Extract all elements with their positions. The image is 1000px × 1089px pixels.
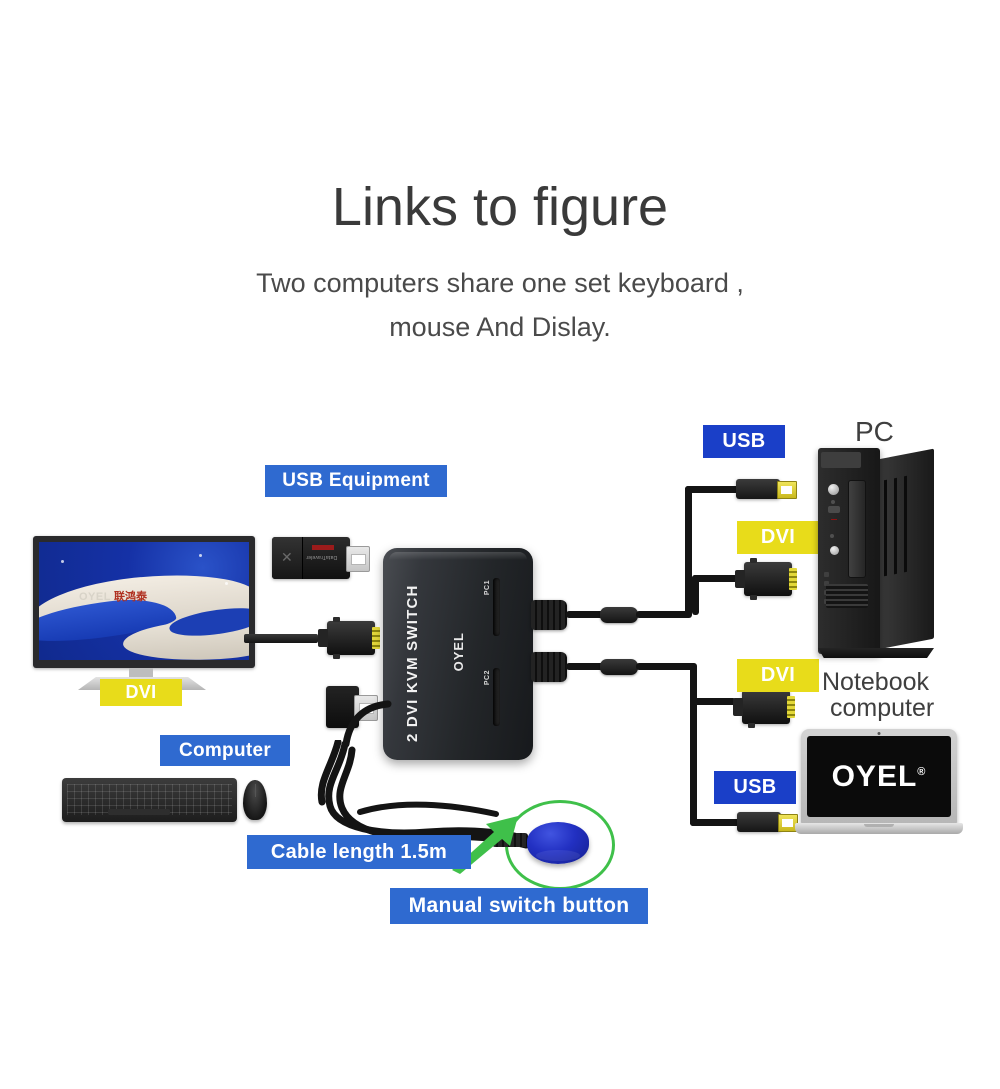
pc-top-bay — [821, 452, 861, 468]
laptop-screen: OYEL® — [807, 736, 951, 817]
label-manual-switch-button: Manual switch button — [390, 888, 648, 924]
dvi-connector-notebook — [733, 686, 795, 728]
pc-side-vents — [884, 479, 887, 577]
monitor-display: OYEL 联鸿泰 — [33, 536, 255, 668]
dvi-connector-pc — [735, 558, 797, 600]
label-notebook-line-1: Notebook — [822, 668, 930, 696]
device-port-label-pc1: PC1 — [484, 580, 491, 596]
laptop-logo: OYEL® — [832, 760, 927, 794]
dvi-pins — [787, 696, 795, 718]
dvi-screw — [333, 617, 340, 622]
wallpaper-dot — [61, 560, 64, 563]
cable-segment — [692, 575, 738, 582]
laptop-base — [795, 823, 963, 834]
device-top-highlight — [389, 552, 527, 560]
pc-indicator-led — [830, 534, 834, 538]
cable-segment — [690, 819, 740, 826]
laptop-base-notch — [864, 824, 894, 827]
pc-side-panel — [878, 448, 934, 650]
cable-segment — [692, 575, 699, 615]
cable-plug-pc2 — [531, 652, 567, 682]
laptop-logo-mark: ® — [917, 765, 927, 778]
subtitle-line-2: mouse And Dislay. — [389, 312, 611, 342]
kvm-power-cable — [342, 700, 392, 748]
pc-power-button — [828, 484, 839, 495]
dvi-screw — [333, 654, 340, 659]
pc-reset-button — [830, 546, 839, 555]
dvi-screw — [748, 723, 755, 728]
cable-segment — [690, 698, 736, 705]
monitor-stand-neck — [129, 668, 153, 677]
usb-metal-tip — [777, 481, 797, 499]
label-dvi-notebook: DVI — [737, 659, 819, 692]
pc-front-ports — [828, 506, 840, 513]
subtitle-line-1: Two computers share one set keyboard , — [256, 268, 744, 298]
label-notebook-line-2: computer — [830, 694, 935, 722]
page-title: Links to figure — [331, 177, 669, 237]
label-dvi-monitor: DVI — [100, 679, 182, 706]
pc-front-vents — [826, 584, 868, 608]
cable-segment — [636, 663, 696, 670]
kvm-switch-device: 2 DVI KVM SWITCH OYEL PC1 PC2 — [383, 548, 533, 760]
cable-segment — [636, 611, 692, 618]
flash-drive-text: DataTraveler — [306, 554, 338, 560]
keyboard-spacebar — [108, 809, 170, 815]
dvi-connector-monitor — [318, 617, 380, 659]
notebook-computer: OYEL® — [795, 729, 963, 841]
ferrite-core — [600, 607, 638, 623]
mouse-button-split — [255, 784, 256, 797]
ferrite-core — [600, 659, 638, 675]
device-port-label-pc2: PC2 — [484, 670, 491, 686]
cable-segment — [685, 486, 692, 616]
desktop-pc-tower — [818, 448, 934, 662]
cable-segment — [690, 663, 697, 705]
laptop-webcam — [877, 732, 881, 735]
flash-drive-stripe — [312, 545, 334, 550]
laptop-lid: OYEL® — [801, 729, 957, 825]
usb-connector — [346, 546, 370, 572]
monitor-dvi-cable — [244, 634, 318, 643]
pc-status-leds — [824, 572, 829, 577]
wallpaper-dot — [199, 554, 202, 557]
pc-optical-drive — [848, 480, 866, 578]
flash-drive-mark: ✕ — [281, 549, 293, 565]
dvi-screw — [750, 595, 757, 600]
label-usb-equipment: USB Equipment — [265, 465, 447, 497]
label-usb-notebook: USB — [714, 771, 796, 804]
label-dvi-pc: DVI — [737, 521, 819, 554]
cable-segment — [685, 486, 739, 493]
usb-plug-notebook — [737, 812, 798, 832]
cable-segment — [566, 663, 606, 670]
dvi-pins — [372, 627, 380, 649]
monitor-logo-cn: 联鸿泰 — [113, 591, 147, 603]
device-brand: OYEL — [451, 632, 466, 672]
monitor-screen: OYEL 联鸿泰 — [39, 542, 249, 660]
device-port-pc1 — [493, 578, 500, 636]
monitor-logo: OYEL 联鸿泰 — [79, 588, 147, 604]
pc-indicator-led — [831, 500, 835, 504]
usb-plug-pc — [736, 479, 797, 499]
monitor-logo-en: OYEL — [79, 591, 111, 603]
label-computer: Computer — [160, 735, 290, 766]
label-cable-length: Cable length 1.5m — [247, 835, 471, 869]
dvi-screw — [750, 558, 757, 563]
monitor-bezel: OYEL 联鸿泰 — [39, 542, 249, 660]
device-port-pc2 — [493, 668, 500, 726]
laptop-logo-text: OYEL — [831, 759, 918, 793]
mouse — [243, 780, 267, 820]
keyboard — [62, 778, 237, 822]
wallpaper-dot — [225, 582, 228, 585]
cable-plug-pc1 — [531, 600, 567, 630]
manual-switch-button[interactable] — [527, 822, 589, 864]
cable-segment — [690, 698, 697, 826]
dvi-pins — [789, 568, 797, 590]
flash-drive-cap: ✕ — [272, 537, 303, 579]
pc-front-panel — [818, 448, 880, 654]
pc-base — [818, 648, 934, 658]
label-usb-pc: USB — [703, 425, 785, 458]
cable-segment — [566, 611, 606, 618]
label-pc: PC — [855, 416, 894, 447]
usb-flash-drive-icon: ✕ DataTraveler — [272, 537, 370, 579]
